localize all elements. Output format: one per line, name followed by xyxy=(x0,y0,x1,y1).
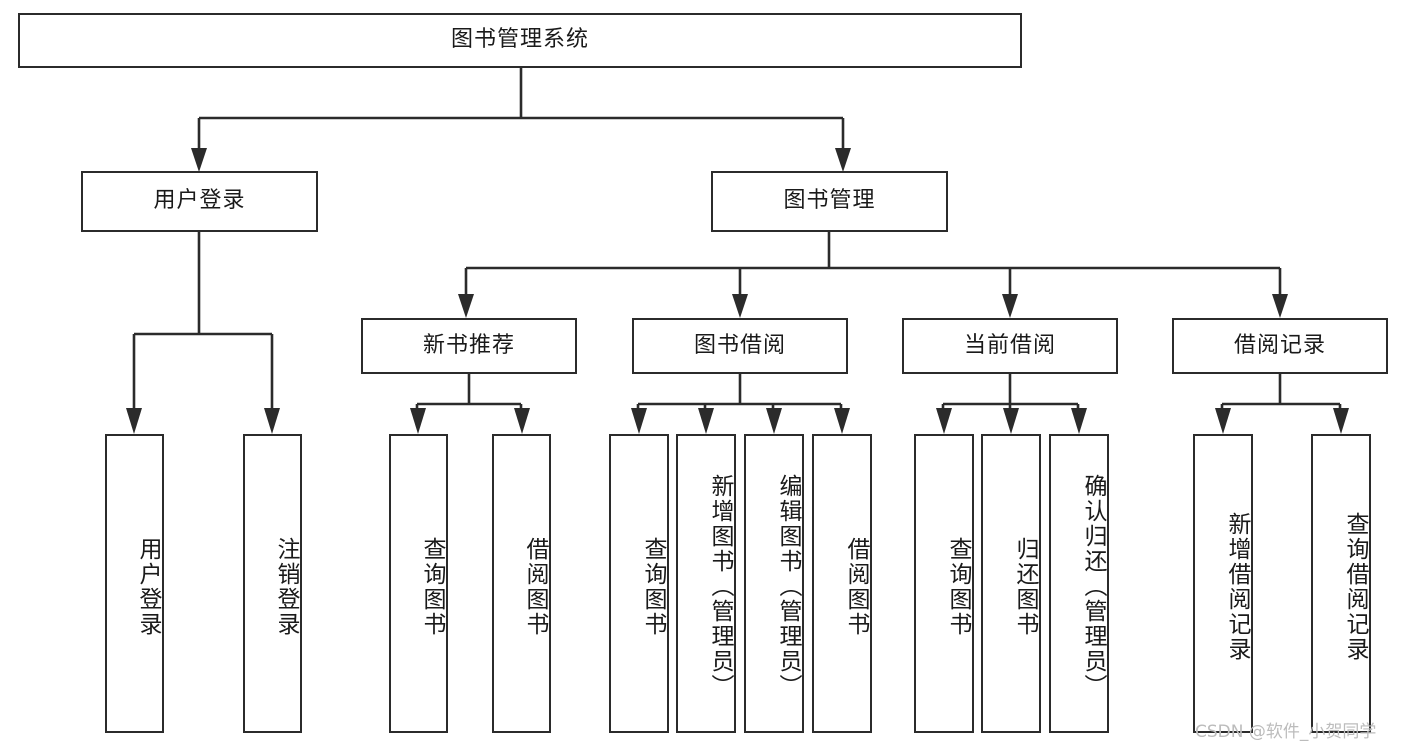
node-root[interactable]: 图书管理系统 xyxy=(18,13,1022,68)
leaf-user-login-logout[interactable]: 注销登录 xyxy=(243,434,302,733)
node-book-manage[interactable]: 图书管理 xyxy=(711,171,948,232)
leaf-label: 查询图书 xyxy=(640,536,666,637)
node-borrow-record-label: 借阅记录 xyxy=(1233,332,1326,358)
node-new-book-recommend[interactable]: 新书推荐 xyxy=(361,318,577,374)
leaf-record-query-record[interactable]: 查询借阅记录 xyxy=(1311,434,1371,733)
leaf-borrow-borrow-book[interactable]: 借阅图书 xyxy=(812,434,872,733)
leaf-label: 查询图书 xyxy=(945,536,971,637)
leaf-borrow-add-book[interactable]: 新增图书（管理员） xyxy=(676,434,736,733)
node-user-login-label: 用户登录 xyxy=(153,188,246,214)
leaf-label: 用户登录 xyxy=(135,536,161,637)
leaf-label: 归还图书 xyxy=(1012,536,1038,637)
leaf-label: 新增图书（管理员） xyxy=(707,474,733,699)
node-root-label: 图书管理系统 xyxy=(450,27,589,53)
node-book-borrow-label: 图书借阅 xyxy=(693,332,786,358)
node-book-borrow[interactable]: 图书借阅 xyxy=(632,318,848,374)
leaf-label: 查询借阅记录 xyxy=(1342,511,1368,662)
node-borrow-record[interactable]: 借阅记录 xyxy=(1172,318,1388,374)
watermark-text: CSDN @软件_小贺同学 xyxy=(1195,722,1377,742)
leaf-borrow-edit-book[interactable]: 编辑图书（管理员） xyxy=(744,434,804,733)
leaf-user-login-login[interactable]: 用户登录 xyxy=(105,434,164,733)
leaf-label: 注销登录 xyxy=(273,536,299,637)
leaf-current-query-book[interactable]: 查询图书 xyxy=(914,434,974,733)
leaf-current-confirm-return[interactable]: 确认归还（管理员） xyxy=(1049,434,1109,733)
leaf-label: 借阅图书 xyxy=(522,536,548,637)
csdn-watermark: CSDN @软件_小贺同学 xyxy=(1195,717,1376,742)
node-current-borrow[interactable]: 当前借阅 xyxy=(902,318,1118,374)
node-book-manage-label: 图书管理 xyxy=(783,188,876,214)
leaf-recommend-query-book[interactable]: 查询图书 xyxy=(389,434,448,733)
leaf-recommend-borrow-book[interactable]: 借阅图书 xyxy=(492,434,551,733)
node-new-book-recommend-label: 新书推荐 xyxy=(422,332,515,358)
node-user-login[interactable]: 用户登录 xyxy=(81,171,318,232)
node-current-borrow-label: 当前借阅 xyxy=(963,332,1056,358)
leaf-label: 借阅图书 xyxy=(843,536,869,637)
leaf-record-add-record[interactable]: 新增借阅记录 xyxy=(1193,434,1253,733)
leaf-label: 查询图书 xyxy=(419,536,445,637)
leaf-current-return-book[interactable]: 归还图书 xyxy=(981,434,1041,733)
leaf-label: 新增借阅记录 xyxy=(1224,511,1250,662)
leaf-label: 编辑图书（管理员） xyxy=(775,474,801,699)
leaf-borrow-query-book[interactable]: 查询图书 xyxy=(609,434,669,733)
leaf-label: 确认归还（管理员） xyxy=(1080,474,1106,699)
